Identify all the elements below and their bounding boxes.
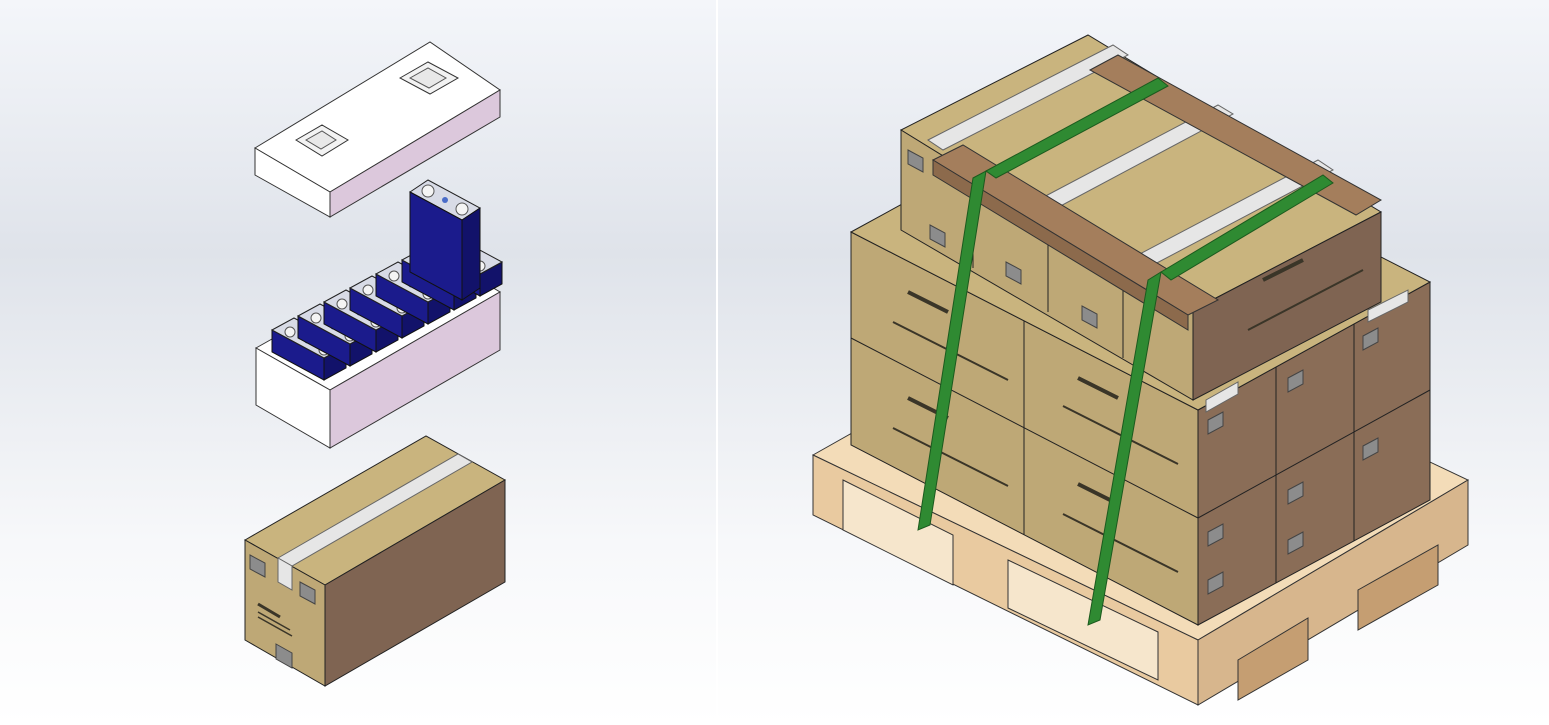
- exploded-view-panel: [0, 0, 716, 725]
- cell-terminal: [284, 326, 296, 338]
- strapping-bands: [917, 77, 1334, 626]
- cell-terminal: [310, 312, 322, 324]
- corner-guards: [931, 54, 1383, 331]
- foam-slot-right: [398, 61, 460, 95]
- cell-terminal: [388, 270, 400, 282]
- pallet-assembly-drawing: [811, 34, 1470, 706]
- panel-divider: [716, 0, 718, 725]
- carton-stack-upper: [899, 34, 1383, 401]
- cell-terminal: [362, 284, 374, 296]
- carton-print: [257, 602, 293, 637]
- pallet-assembly-panel: [718, 0, 1549, 725]
- foam-top-cover: [254, 41, 501, 218]
- cell-terminal: [336, 298, 348, 310]
- carton-labels-right: [1207, 327, 1379, 595]
- exploded-view-drawing: [243, 41, 507, 687]
- carton-print-front: [892, 290, 1179, 573]
- sealed-carton: [243, 435, 507, 687]
- foam-slot-left: [295, 124, 349, 157]
- battery-cell-standing: [409, 179, 481, 301]
